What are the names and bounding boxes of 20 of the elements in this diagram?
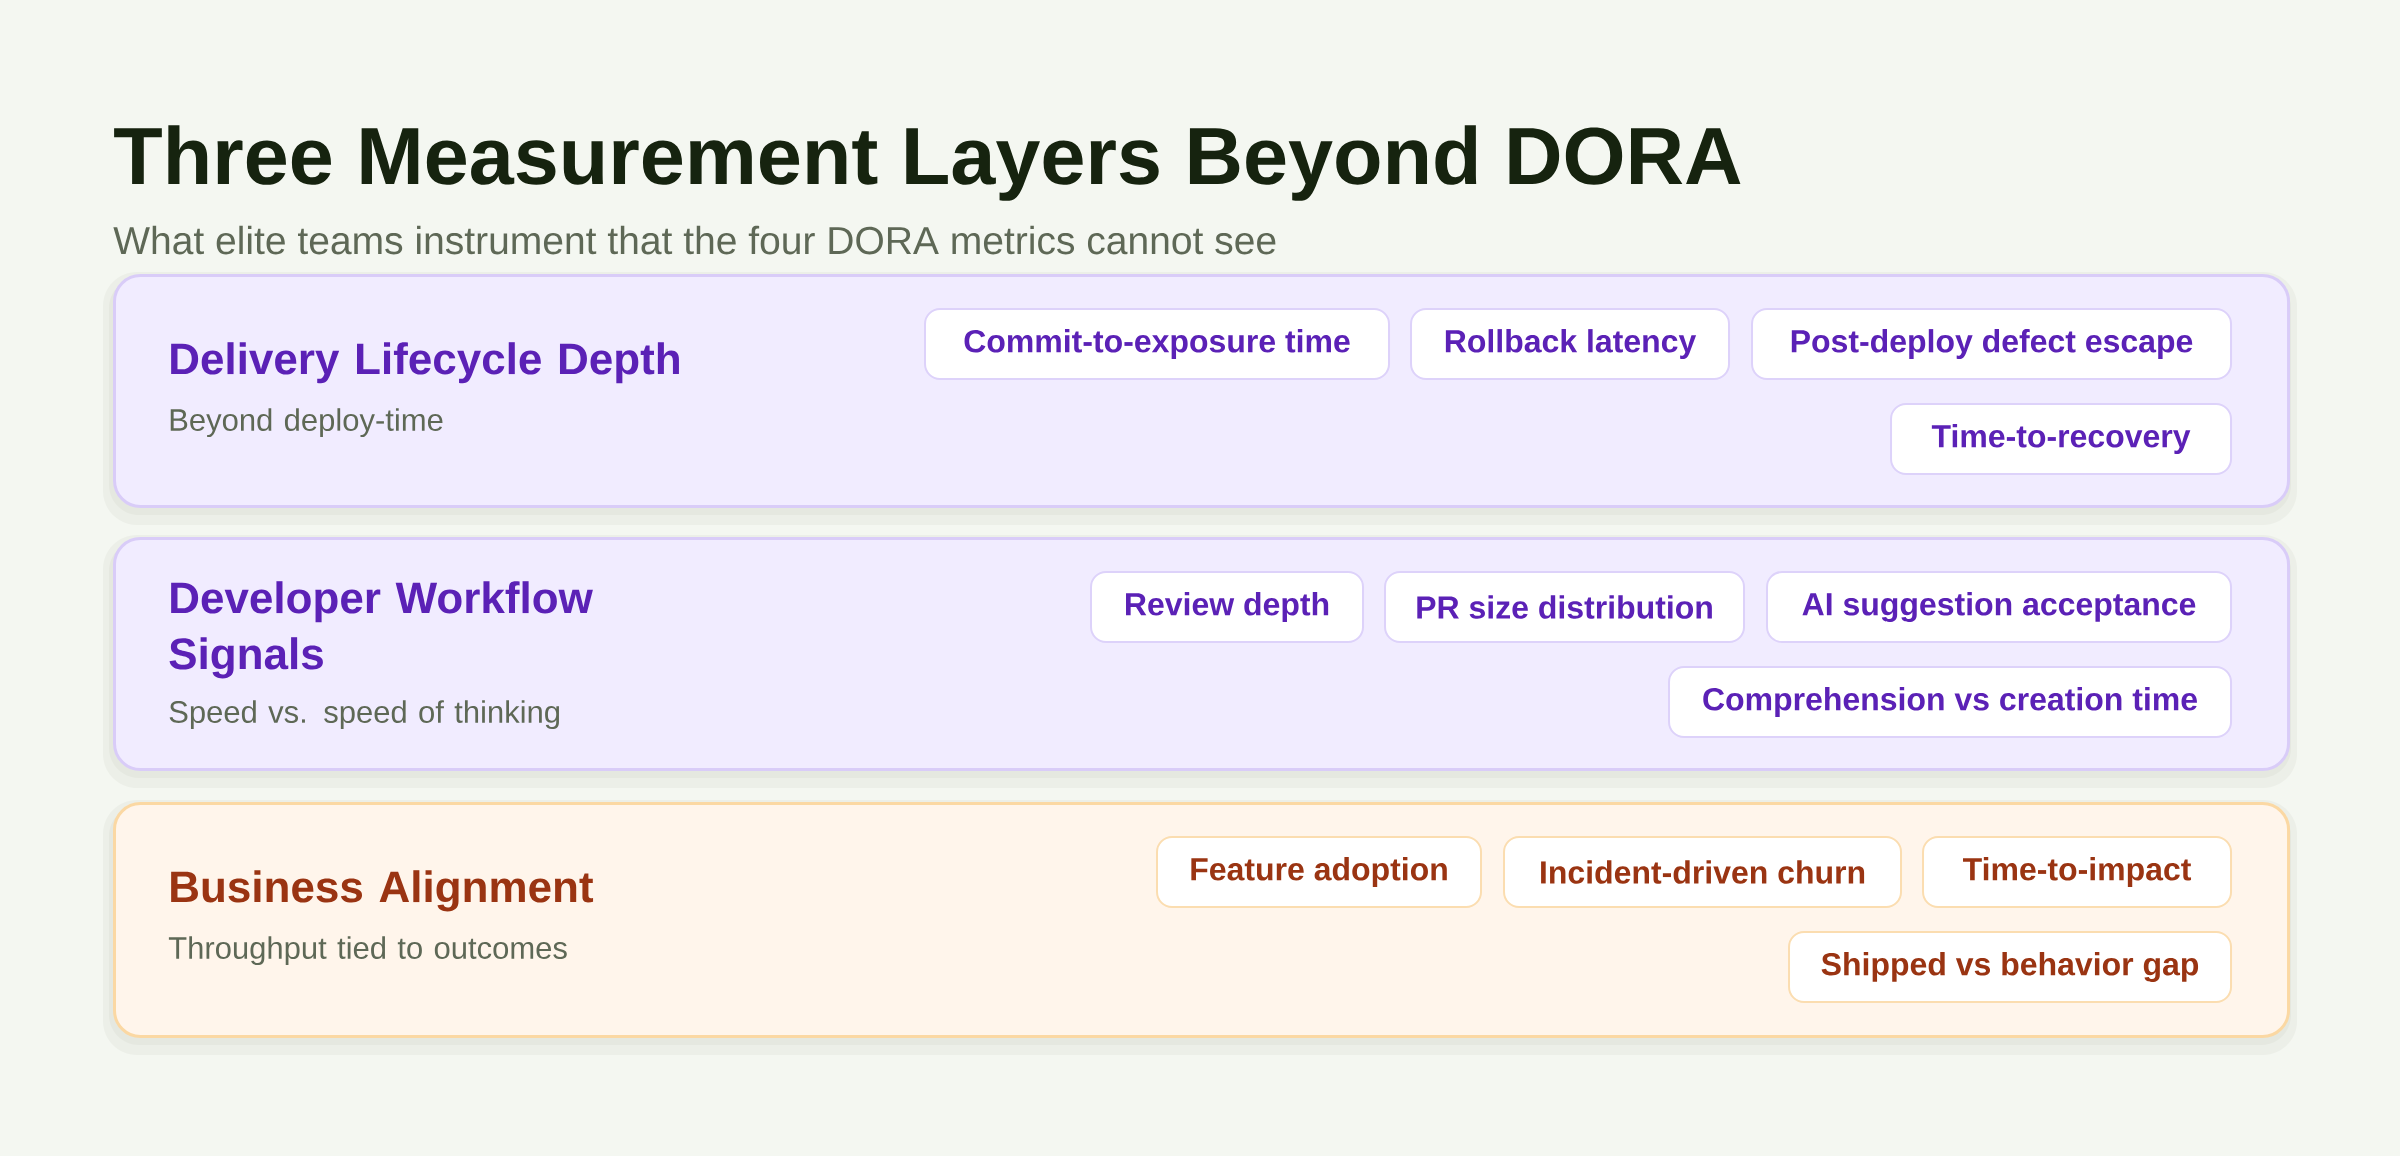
metric-chip: AI suggestion acceptance bbox=[1766, 571, 2233, 643]
panel-heading: Business Alignment bbox=[171, 870, 594, 912]
metric-chip: Shipped vs behavior gap bbox=[1788, 931, 2233, 1003]
panel-subtitle: Beyond deploy-time bbox=[170, 408, 443, 438]
title: Three Measurement Layers Beyond DORA bbox=[114, 125, 1741, 201]
metric-chip: Rollback latency bbox=[1410, 308, 1730, 380]
panel-heading: Delivery Lifecycle Depth bbox=[171, 342, 679, 384]
metric-chip: Time-to-recovery bbox=[1890, 403, 2233, 475]
metric-chip: Feature adoption bbox=[1156, 836, 1482, 908]
panel-subtitle: Throughput tied to outcomes bbox=[168, 936, 567, 966]
metric-chip: Commit-to-exposure time bbox=[924, 308, 1390, 380]
panel-heading: Developer Workflow Signals bbox=[169, 581, 593, 679]
metric-chip: Comprehension vs creation time bbox=[1668, 666, 2233, 738]
metric-chip: Review depth bbox=[1090, 571, 1364, 643]
metric-chip: Post-deploy defect escape bbox=[1751, 308, 2233, 380]
metric-chip: PR size distribution bbox=[1384, 571, 1746, 643]
panel-subtitle: Speed vs. speed of thinking bbox=[169, 700, 560, 730]
metric-chip: Incident-driven churn bbox=[1503, 836, 1903, 908]
subtitle: What elite teams instrument that the four DORA metrics cannot see bbox=[113, 225, 1276, 255]
metric-chip: Time-to-impact bbox=[1922, 836, 2233, 908]
